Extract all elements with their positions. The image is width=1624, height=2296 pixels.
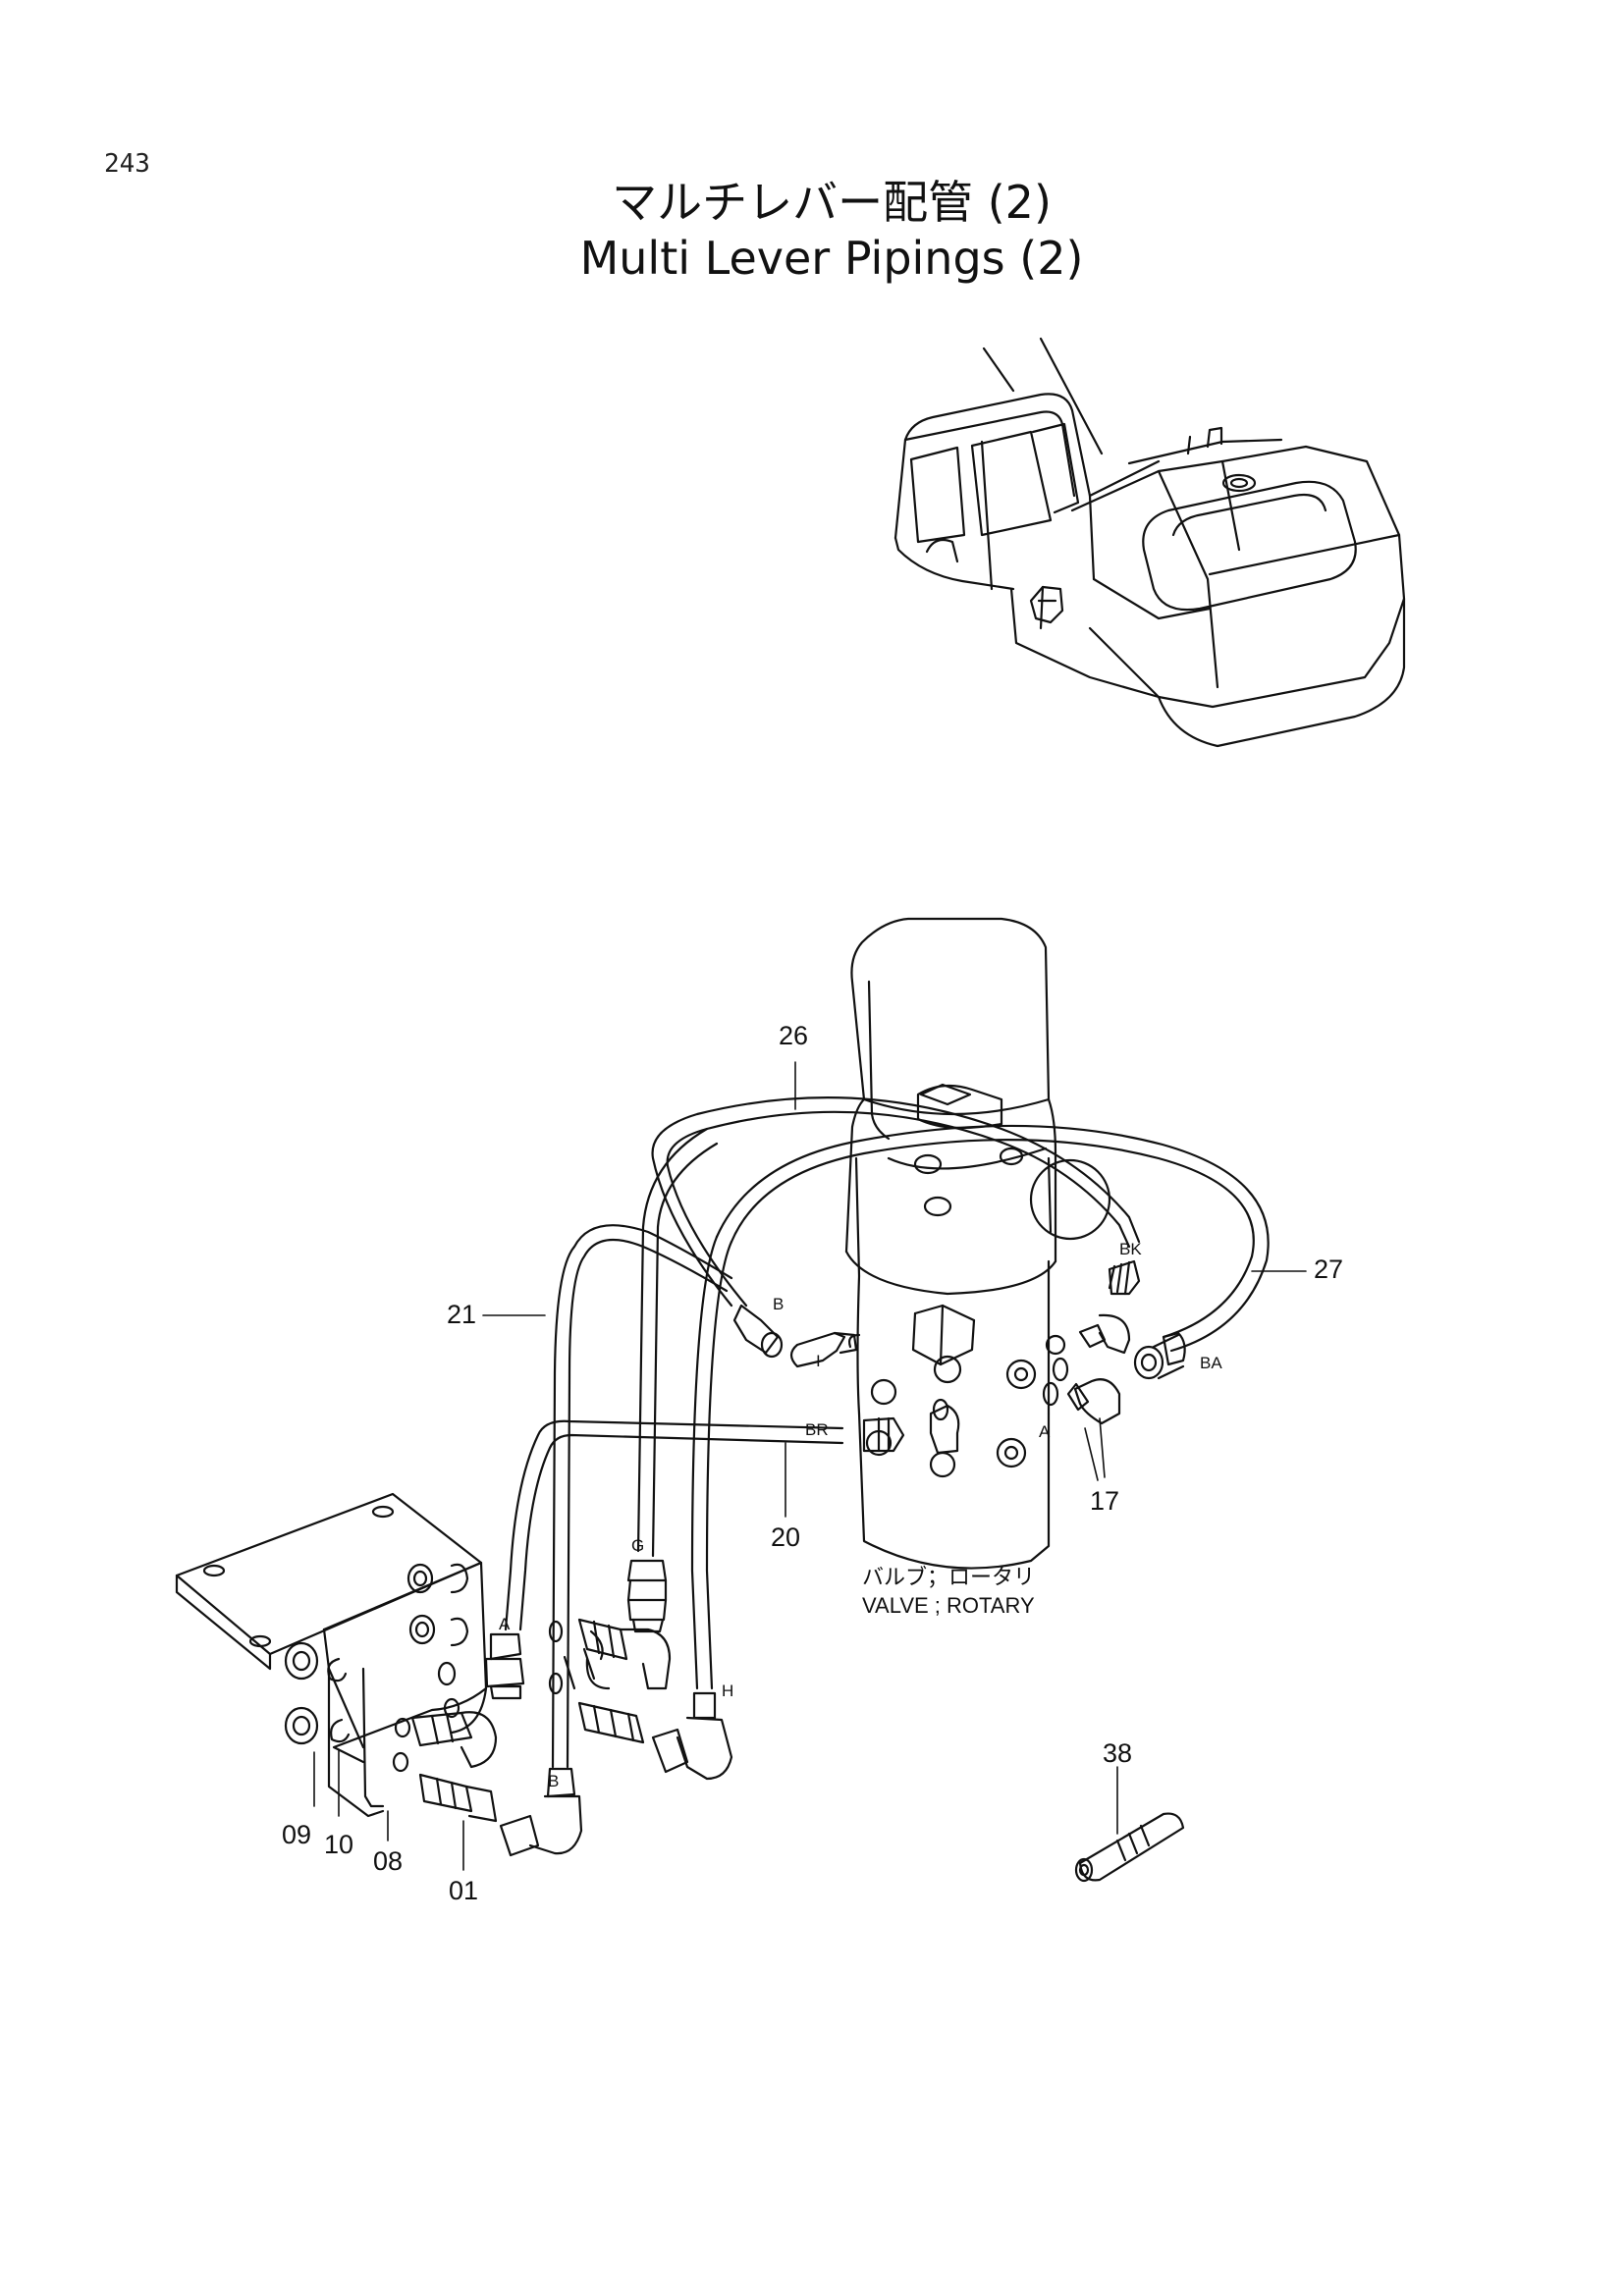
callout-numbers: 26 21 27 20 17 09 10 08 01 38 [282,1021,1343,1905]
valve-label-english: VALVE ; ROTARY [862,1593,1035,1618]
port-label-b-lower: B [548,1772,559,1790]
callout-27: 27 [1314,1255,1343,1284]
multi-lever-block [175,1492,672,1823]
port-label-ba: BA [1200,1354,1222,1372]
fittings [484,1259,1186,1857]
port-label-i: I [816,1352,821,1370]
leader-lines [313,1061,1307,1871]
callout-17: 17 [1090,1486,1119,1516]
valve-label-japanese: バルブ；ロータリ [862,1565,1035,1589]
port-label-g: G [631,1536,644,1555]
hose-26 [636,1096,1141,1558]
callout-20: 20 [771,1522,800,1552]
port-label-b-upper: B [773,1295,784,1313]
port-label-h: H [722,1682,733,1700]
page-number: 243 [104,149,150,179]
hose-20 [504,1419,844,1631]
hose-27 [690,1124,1270,1690]
port-labels: B I BR BK BA A G A H B [499,1240,1222,1790]
diagram-title-japanese: マルチレバー配管 (2) [612,176,1052,229]
callout-26: 26 [779,1021,808,1050]
callout-21: 21 [447,1300,476,1329]
callout-38: 38 [1103,1738,1132,1768]
rotary-valve-label: バルブ；ロータリ VALVE ; ROTARY [862,1565,1035,1618]
part-38-pin [1074,1812,1185,1883]
callout-09: 09 [282,1820,311,1849]
machine-overview [893,337,1406,748]
callout-01: 01 [449,1876,478,1905]
rotary-valve-body [844,917,1111,1570]
hose-21 [551,1224,733,1769]
port-label-a-right: A [1039,1422,1051,1441]
port-label-a-left: A [499,1615,511,1633]
callout-10: 10 [324,1830,353,1859]
port-label-bk: BK [1119,1240,1142,1258]
callout-08: 08 [373,1846,403,1876]
port-label-br: BR [805,1420,829,1439]
diagram-title-english: Multi Lever Pipings (2) [579,232,1084,285]
